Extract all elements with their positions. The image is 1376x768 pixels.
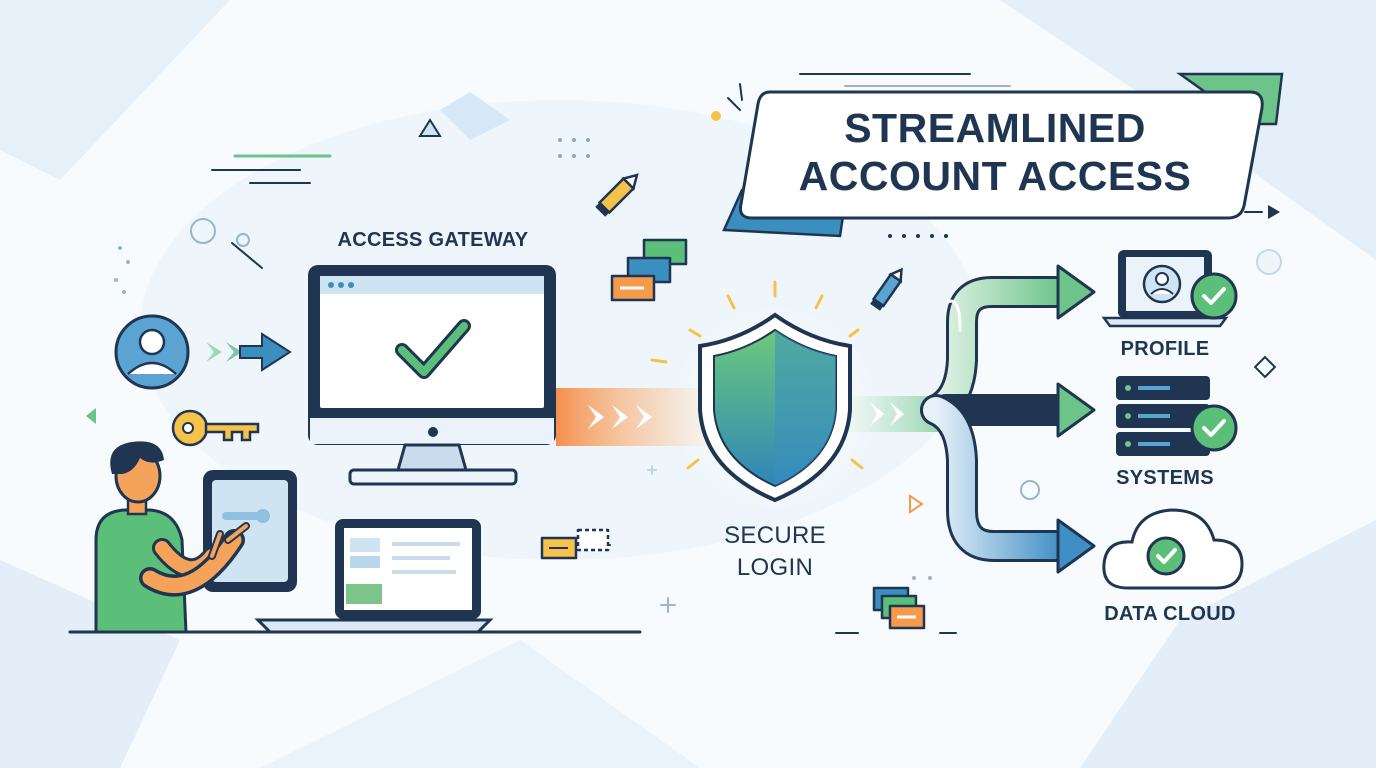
title-banner (722, 72, 1284, 238)
secure-login-label: SECURE LOGIN (700, 520, 850, 584)
shield-glow-rays (650, 280, 864, 470)
laptop-icon (254, 519, 494, 634)
secure-login-line1: SECURE (724, 522, 826, 549)
arrowheads (1056, 264, 1096, 574)
server-icon (1116, 376, 1238, 456)
banner-title-line2: ACCOUNT ACCESS (798, 153, 1192, 199)
person-icon (94, 441, 250, 634)
profile-label: PROFILE (1120, 338, 1210, 360)
cloud-icon (1102, 508, 1244, 590)
secure-login-line2: LOGIN (736, 554, 814, 581)
banner-title-line1: STREAMLINED (844, 105, 1146, 151)
monitor-icon (308, 265, 556, 486)
banner-title: STREAMLINED ACCOUNT ACCESS (760, 104, 1230, 200)
chat-bubbles-icon (540, 238, 926, 630)
data-cloud-label: DATA CLOUD (1104, 603, 1236, 625)
branching-arrows-icon (920, 276, 1078, 562)
systems-label: SYSTEMS (1116, 467, 1214, 489)
pencil-icon (595, 173, 903, 311)
key-icon (171, 409, 260, 447)
user-avatar-icon (114, 314, 190, 390)
access-gateway-label: ACCESS GATEWAY (337, 229, 529, 251)
shield-icon (665, 298, 885, 518)
profile-laptop-icon (1101, 250, 1238, 328)
entry-arrows (206, 332, 292, 372)
